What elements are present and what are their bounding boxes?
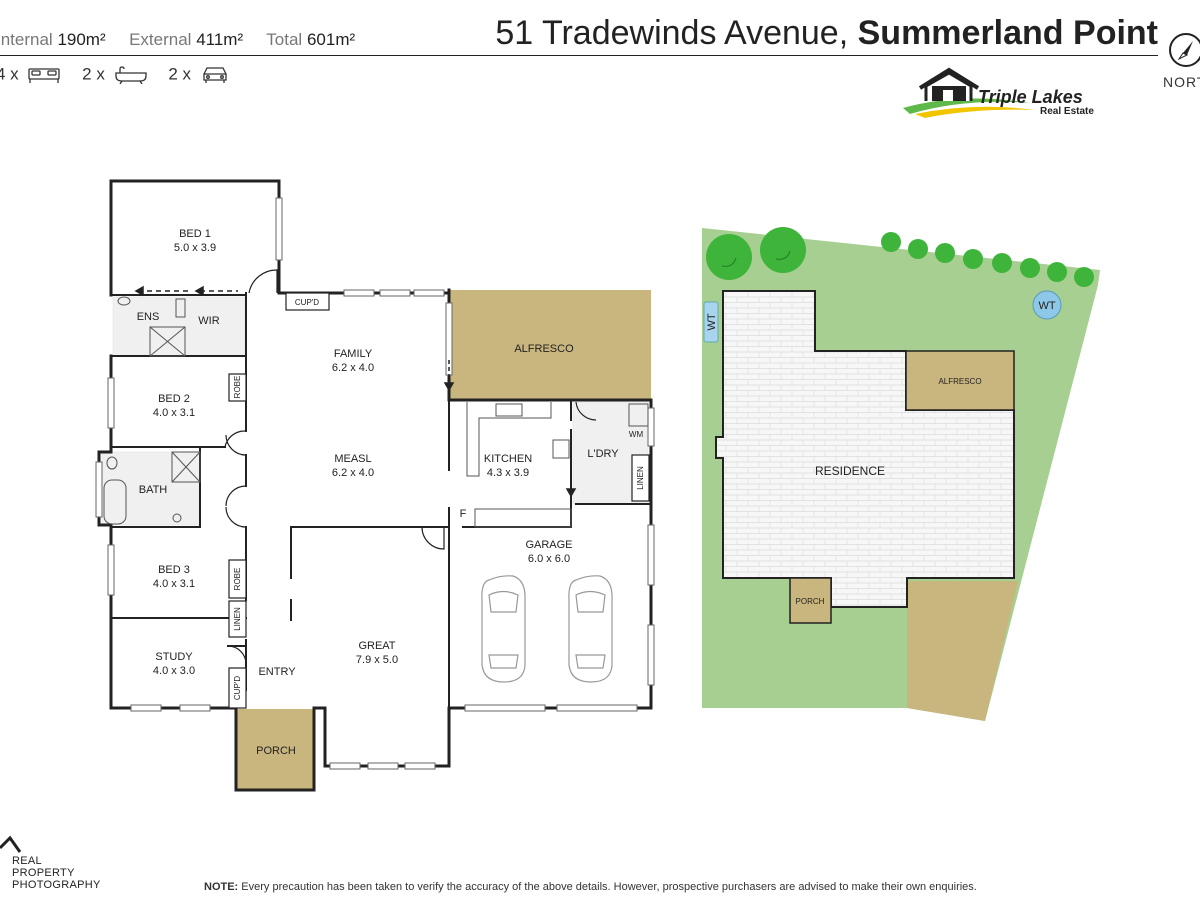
door-swings (224, 269, 597, 665)
site-alfresco-label: ALFRESCO (938, 377, 981, 386)
bed-count: 4 x (0, 64, 19, 84)
site-driveway (907, 581, 1018, 721)
site-trees (706, 227, 1094, 287)
site-alfresco (905, 350, 1015, 411)
bed-icon (28, 67, 61, 83)
bed3-dims: 4.0 x 3.1 (153, 578, 195, 590)
bed1-dims: 5.0 x 3.9 (174, 242, 216, 254)
porch-area (236, 709, 314, 790)
external-value: 411m² (196, 30, 244, 49)
linen-hall: LINEN (233, 607, 242, 631)
room-labels: BED 1 5.0 x 3.9 ENS WIR BED 2 4.0 x 3.1 … (137, 228, 620, 757)
garage-dims: 6.0 x 6.0 (528, 553, 570, 565)
bath-icon (114, 65, 147, 84)
compass-icon (1169, 33, 1200, 67)
bed3-name: BED 3 (158, 564, 190, 576)
address-suburb: Summerland Point (857, 14, 1158, 52)
brand-line-3: PHOTOGRAPHY (12, 879, 101, 891)
family-name: FAMILY (334, 348, 373, 360)
kitchen-name: KITCHEN (484, 453, 532, 465)
address-street: 51 Tradewinds Avenue, (495, 14, 849, 52)
bath-label: BATH (139, 484, 168, 496)
disclaimer-note: NOTE: Every precaution has been taken to… (204, 881, 977, 893)
area-summary: Internal 190m² External 411m² Total 601m… (0, 30, 355, 50)
entry-label: ENTRY (258, 666, 296, 678)
family-dims: 6.2 x 4.0 (332, 362, 374, 374)
direction-arrows (134, 285, 577, 498)
measl-dims: 6.2 x 4.0 (332, 467, 374, 479)
site-labels: RESIDENCE ALFRESCO PORCH WT WT (706, 300, 1056, 606)
site-water-tank (1032, 290, 1062, 320)
north-label: NORTH (1163, 74, 1200, 90)
garage-cars (481, 575, 613, 683)
note-text: Every precaution has been taken to verif… (238, 881, 977, 893)
linen-laundry: LINEN (636, 466, 645, 490)
note-label: NOTE: (204, 881, 239, 893)
photography-brand: REAL PROPERTY PHOTOGRAPHY (12, 855, 101, 891)
bed1-name: BED 1 (179, 228, 211, 240)
brand-line-2: PROPERTY (12, 867, 75, 879)
garage-name: GARAGE (525, 539, 572, 551)
site-water-tank-side (703, 301, 719, 343)
bed2-name: BED 2 (158, 393, 190, 405)
external-label: External (129, 30, 192, 49)
logo-name: Triple Lakes (978, 87, 1083, 107)
ens-label: ENS (137, 311, 160, 323)
car-icon (203, 66, 227, 83)
ldry-label: L'DRY (587, 448, 619, 460)
site-wt-label: WT (1038, 300, 1055, 312)
bath-count: 2 x (82, 64, 105, 84)
internal-label: Internal (0, 30, 53, 49)
site-residence-label: RESIDENCE (815, 464, 885, 478)
windows (95, 197, 655, 770)
total-label: Total (266, 30, 303, 49)
rpp-logo-icon (0, 835, 22, 853)
study-name: STUDY (155, 651, 193, 663)
bed2-dims: 4.0 x 3.1 (153, 407, 195, 419)
brand-line-1: REAL (12, 855, 42, 867)
small-labels: CUP'D WM ROBE ROBE LINEN CUP'D LINEN (233, 298, 645, 700)
logo-sub: Real Estate (1040, 106, 1094, 117)
fixtures (103, 296, 649, 528)
triple-lakes-logo: Triple Lakes Real Estate (903, 67, 1094, 118)
site-residence (715, 290, 1015, 608)
porch-label: PORCH (256, 745, 296, 757)
robe-bed3: ROBE (233, 568, 242, 591)
great-dims: 7.9 x 5.0 (356, 654, 398, 666)
fridge-label: F (460, 508, 467, 520)
property-address: 51 Tradewinds Avenue, Summerland Point (495, 14, 1158, 53)
cupd-entry: CUP'D (233, 676, 242, 700)
storage-boxes (228, 292, 650, 709)
alfresco-label: ALFRESCO (514, 343, 574, 355)
great-name: GREAT (358, 640, 395, 652)
car-count: 2 x (168, 64, 191, 84)
internal-value: 190m² (57, 30, 106, 49)
measl-name: MEASL (334, 453, 371, 465)
wir-label: WIR (198, 315, 219, 327)
site-wt-side-label: WT (706, 313, 718, 330)
site-porch (789, 577, 832, 624)
header-divider (0, 55, 1158, 56)
study-dims: 4.0 x 3.0 (153, 665, 195, 677)
site-porch-label: PORCH (796, 597, 825, 606)
cupd-family: CUP'D (295, 298, 319, 307)
alfresco-area (449, 290, 651, 400)
kitchen-dims: 4.3 x 3.9 (487, 467, 529, 479)
features-bar: 4 x 2 x 2 x (0, 64, 246, 85)
wm-label: WM (629, 430, 644, 439)
robe-bed2: ROBE (233, 376, 242, 399)
total-value: 601m² (306, 30, 356, 49)
